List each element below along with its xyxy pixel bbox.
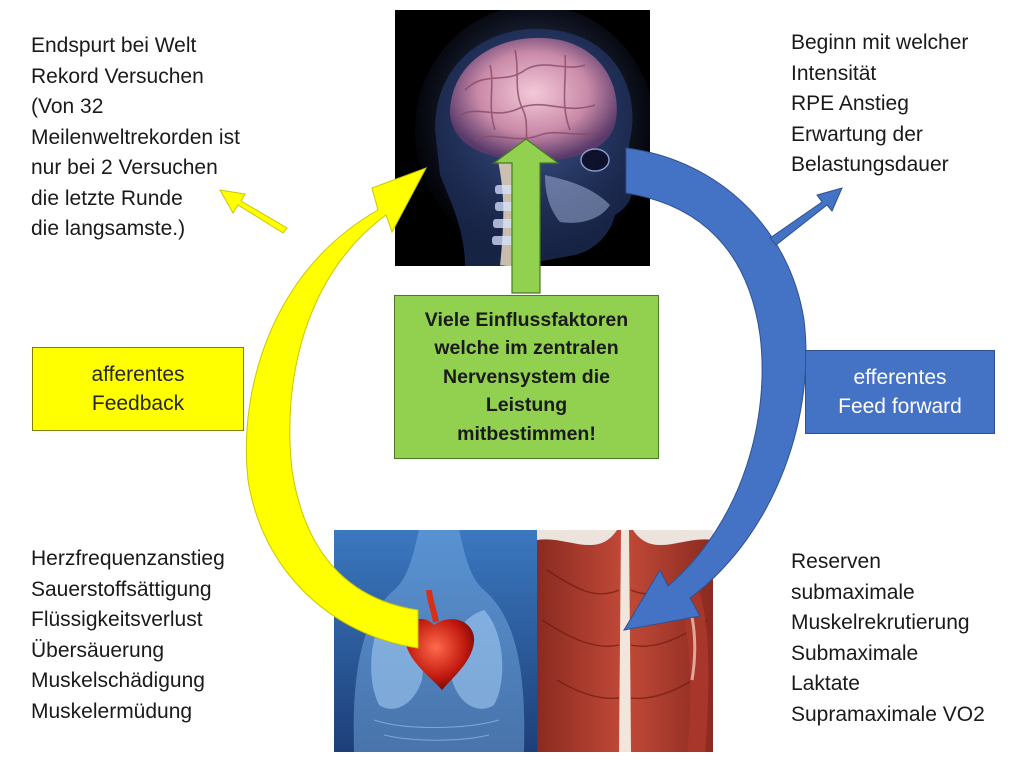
efferent-label: efferentes Feed forward <box>838 366 962 418</box>
heart-lungs-torso-icon <box>334 530 537 752</box>
top-right-text: Beginn mit welcher Intensität RPE Anstie… <box>791 31 969 176</box>
top-left-text: Endspurt bei Welt Rekord Versuchen (Von … <box>31 34 240 240</box>
bottom-right-text: Reserven submaximale Muskelrekrutierung … <box>791 550 985 726</box>
central-factors-box: Viele Einflussfaktoren welche im zentral… <box>394 295 659 459</box>
efferent-curve-arrow <box>623 147 807 631</box>
bottom-left-text: Herzfrequenzanstieg Sauerstoffsättigung … <box>31 547 225 723</box>
afferent-curve-arrow <box>245 167 428 649</box>
efferent-branch-arrow <box>769 187 843 246</box>
afferent-label: afferentes Feedback <box>91 363 185 415</box>
central-up-arrow <box>492 138 560 294</box>
center-label: Viele Einflussfaktoren welche im zentral… <box>424 308 629 445</box>
afferent-feedback-box: afferentes Feedback <box>32 347 244 431</box>
efferent-feedforward-box: efferentes Feed forward <box>805 350 995 434</box>
afferent-branch-arrow <box>219 189 288 234</box>
